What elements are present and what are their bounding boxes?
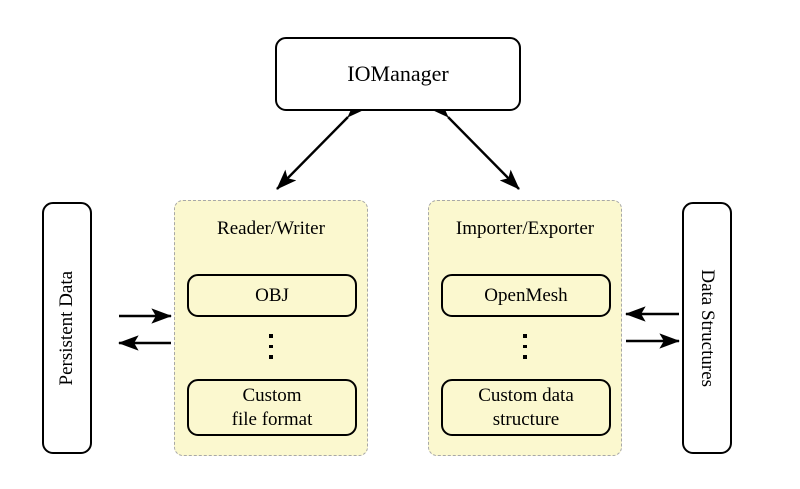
node-obj-label: OBJ bbox=[255, 284, 289, 306]
node-iomanager[interactable]: IOManager bbox=[275, 37, 521, 111]
ellipsis-icon-reader-writer bbox=[175, 334, 367, 359]
node-custom-file-format-line2: file format bbox=[231, 408, 313, 430]
arrow-manager-to-reader-writer bbox=[276, 97, 368, 190]
node-obj[interactable]: OBJ bbox=[187, 274, 357, 317]
node-data-structures[interactable]: Data Structures bbox=[682, 202, 732, 454]
ellipsis-icon-importer-exporter bbox=[429, 334, 621, 359]
node-persistent-data-label: Persistent Data bbox=[55, 270, 77, 386]
panel-reader-writer[interactable]: Reader/Writer OBJ Custom file format bbox=[174, 200, 368, 456]
node-custom-data-structure-label: Custom data structure bbox=[478, 384, 574, 430]
node-custom-data-structure[interactable]: Custom data structure bbox=[441, 379, 611, 436]
arrow-manager-to-importer-exporter bbox=[428, 97, 520, 190]
node-custom-data-structure-line1: Custom data bbox=[478, 385, 574, 407]
node-openmesh[interactable]: OpenMesh bbox=[441, 274, 611, 317]
node-iomanager-label: IOManager bbox=[347, 61, 449, 87]
node-custom-data-structure-line2: structure bbox=[492, 408, 560, 430]
panel-importer-exporter-title: Importer/Exporter bbox=[455, 218, 595, 239]
node-openmesh-label: OpenMesh bbox=[484, 284, 568, 306]
panel-reader-writer-title: Reader/Writer bbox=[217, 218, 325, 239]
node-custom-file-format[interactable]: Custom file format bbox=[187, 379, 357, 436]
panel-importer-exporter[interactable]: Importer/Exporter OpenMesh Custom data s… bbox=[428, 200, 622, 456]
node-data-structures-label: Data Structures bbox=[697, 269, 719, 387]
node-custom-file-format-line1: Custom bbox=[242, 385, 302, 407]
node-custom-file-format-label: Custom file format bbox=[232, 384, 313, 430]
node-persistent-data[interactable]: Persistent Data bbox=[42, 202, 92, 454]
